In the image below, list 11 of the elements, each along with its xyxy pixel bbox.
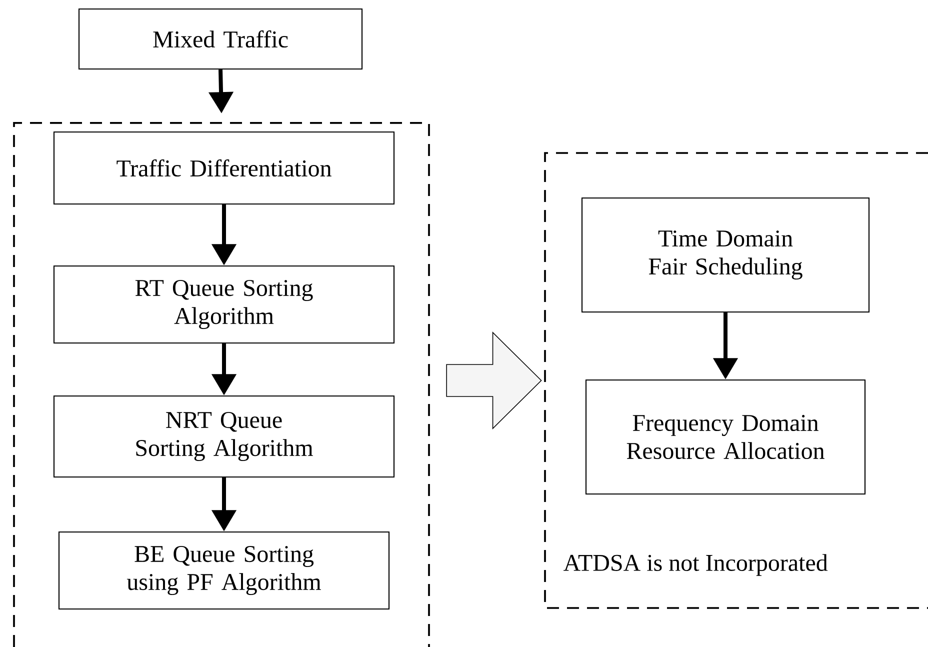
process-box: BE Queue Sorting using PF Algorithm bbox=[58, 531, 390, 610]
block-arrow bbox=[446, 332, 542, 430]
dashed-group-box bbox=[544, 152, 928, 609]
process-box: Time Domain Fair Scheduling bbox=[581, 197, 870, 313]
process-box: Mixed Traffic bbox=[78, 8, 363, 70]
process-box: Traffic Differentiation bbox=[53, 131, 395, 205]
process-box: RT Queue Sorting Algorithm bbox=[53, 265, 395, 344]
note-text: ATDSA is not Incorporated bbox=[564, 554, 828, 576]
process-box: Frequency Domain Resource Allocation bbox=[585, 379, 866, 495]
dashed-group-box bbox=[13, 122, 430, 647]
process-box: NRT Queue Sorting Algorithm bbox=[53, 395, 395, 478]
